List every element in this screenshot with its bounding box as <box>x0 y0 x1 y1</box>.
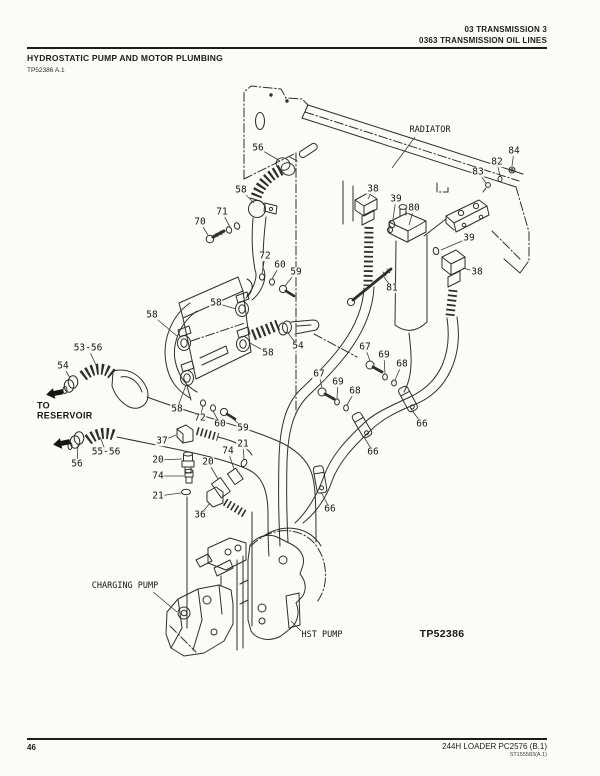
leader-line <box>512 151 514 166</box>
oring-39-left <box>388 220 395 228</box>
leader-line <box>291 621 304 634</box>
leader-line <box>162 435 176 441</box>
leader-line <box>393 199 396 219</box>
leader-line <box>321 492 330 509</box>
leader-line <box>288 333 298 346</box>
leader-line <box>384 355 385 374</box>
leader-line <box>368 189 373 199</box>
pump-bracket <box>196 538 246 585</box>
image-reference: ST155583(A.1) <box>509 752 547 758</box>
figure-reference: TP52386 A.1 <box>27 67 65 74</box>
frame-panel <box>244 86 308 414</box>
line-clamps-66 <box>313 385 419 493</box>
leader-line <box>158 493 181 496</box>
leader-line <box>200 222 208 235</box>
leader-line <box>228 414 243 428</box>
leader-line <box>262 256 265 274</box>
leader-line <box>395 364 402 380</box>
section-line2: 0363 TRANSMISSION OIL LINES <box>419 35 547 45</box>
flow-arrow <box>46 388 71 449</box>
charging-pump-drawing <box>166 585 233 656</box>
leader-line <box>392 137 415 168</box>
filter-canister <box>395 235 427 330</box>
leader-line <box>272 265 280 279</box>
bolt-70 <box>206 235 214 243</box>
leader-line <box>285 272 296 286</box>
section-header: 03 TRANSMISSION 3 0363 TRANSMISSION OIL … <box>419 25 547 47</box>
leader-line <box>319 374 322 388</box>
frame-panel-holes <box>256 94 289 130</box>
leader-line <box>152 315 177 336</box>
hst-pump-drawing <box>237 528 326 650</box>
page-number: 46 <box>27 743 36 752</box>
bolt-59 <box>279 285 286 292</box>
oring-39-right <box>432 247 439 255</box>
leader-line <box>478 172 486 183</box>
leader-line <box>243 444 244 459</box>
oring-21 <box>182 489 191 495</box>
leader-line <box>337 382 338 399</box>
leader-line <box>100 437 106 452</box>
leader-line <box>347 391 355 405</box>
header-rule <box>27 47 547 49</box>
leader-line <box>213 411 220 424</box>
leader-line <box>441 238 469 250</box>
leader-line <box>250 343 268 353</box>
leader-line <box>200 503 210 515</box>
leader-line <box>63 366 70 378</box>
upper-hose-group <box>206 142 318 300</box>
screw-83 <box>486 183 491 188</box>
leader-line <box>497 162 500 176</box>
leader-line <box>384 277 392 288</box>
leader-line <box>216 303 236 309</box>
washer-82 <box>498 176 502 181</box>
footer-rule <box>27 738 547 740</box>
leader-line <box>158 459 182 460</box>
elbow-36 <box>207 487 223 507</box>
leader-line <box>228 451 234 469</box>
washer-71 <box>225 226 232 234</box>
leader-line <box>77 444 78 464</box>
leader-line <box>364 437 373 452</box>
elbow-37 <box>177 425 193 443</box>
section-line1: 03 TRANSMISSION 3 <box>464 25 547 34</box>
leader-line <box>208 462 218 479</box>
leader-line <box>177 385 186 409</box>
nut-84 <box>509 167 515 173</box>
leader-line <box>200 406 203 418</box>
leader-line <box>411 409 422 424</box>
oil-filter-group <box>279 181 465 546</box>
leader-line <box>463 268 477 272</box>
leader-line <box>152 591 177 612</box>
leader-line <box>365 347 370 361</box>
page-title: HYDROSTATIC PUMP AND MOTOR PLUMBING <box>27 53 223 63</box>
document-reference: 244H LOADER PC2576 (B.1) <box>442 742 547 751</box>
leader-line <box>241 190 254 203</box>
leader-line <box>258 148 280 161</box>
leader-line <box>88 348 97 367</box>
radiator-bracket <box>424 167 515 236</box>
leader-line <box>222 212 230 227</box>
leader-line <box>409 208 414 225</box>
